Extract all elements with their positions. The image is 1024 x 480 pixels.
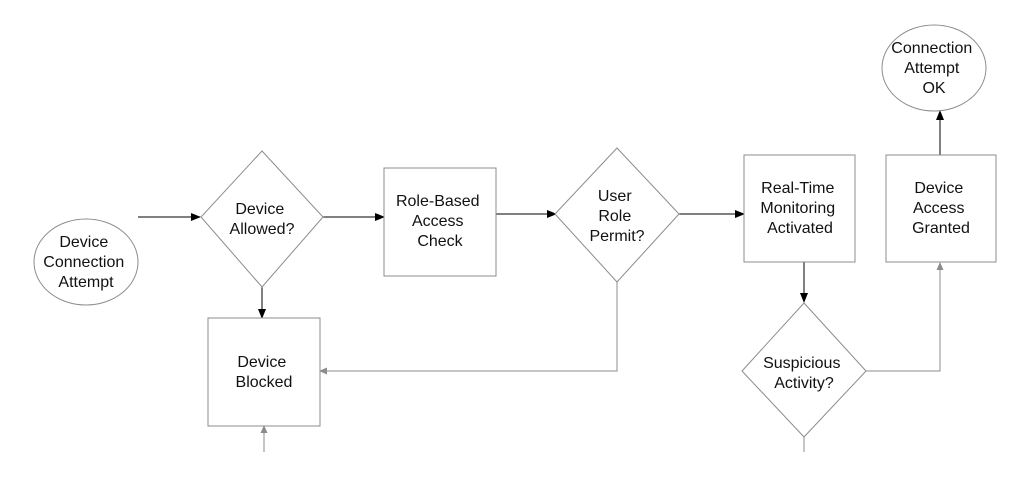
- svg-text:User Role Perm: User Role Permit?: [589, 188, 644, 245]
- attempt-ok-line-1: Connection: [891, 40, 972, 57]
- monitoring-line-2: Monitoring: [760, 200, 835, 217]
- svg-text:Device Allowed?: Device Allowed?: [230, 201, 295, 238]
- device-allowed-line-1: Device: [235, 201, 284, 218]
- device-allowed-line-2: Allowed?: [230, 221, 295, 238]
- access-granted-line-1: Device: [914, 180, 963, 197]
- svg-text:Device Blocked: Device Blocked: [236, 354, 293, 391]
- attempt-ok-terminal: Connection Attempt OK: [881, 24, 987, 112]
- edges: [138, 110, 944, 452]
- start-label-line-1: Device: [59, 234, 108, 251]
- rbac-line-1: Role-Based: [396, 193, 480, 210]
- device-allowed-decision: Device Allowed?: [200, 150, 324, 288]
- svg-text:Connection Attempt: Connection Attempt OK: [891, 40, 976, 97]
- rbac-line-3: Check: [417, 233, 463, 250]
- svg-text:Suspicious Activity?: Suspicious Activity?: [763, 355, 845, 392]
- svg-text:Device Connection: Device Connection Attempt: [43, 234, 128, 291]
- access-granted-process: Device Access Granted: [885, 154, 997, 263]
- user-role-permit-line-3: Permit?: [589, 228, 644, 245]
- start-label-line-2: Connection: [43, 254, 124, 271]
- suspicious-line-2: Activity?: [774, 375, 834, 392]
- user-role-permit-line-2: Role: [598, 208, 631, 225]
- rbac-line-2: Access: [412, 213, 464, 230]
- access-granted-line-3: Granted: [912, 220, 970, 237]
- access-granted-line-2: Access: [913, 200, 965, 217]
- svg-text:Role-Based Access: Role-Based Access Check: [396, 193, 484, 250]
- suspicious-decision: Suspicious Activity?: [741, 302, 867, 438]
- device-blocked-process: Device Blocked: [207, 317, 321, 427]
- start-node: Device Connection Attempt: [33, 218, 139, 306]
- monitoring-line-1: Real-Time: [761, 180, 834, 197]
- nodes: Device Connection Attempt Device Allowed…: [33, 24, 997, 438]
- start-label-line-3: Attempt: [58, 274, 114, 291]
- svg-text:Real-Time Monitoring: Real-Time Monitoring Activated: [760, 180, 839, 237]
- user-role-permit-line-1: User: [598, 188, 632, 205]
- rbac-check-process: Role-Based Access Check: [383, 167, 497, 277]
- edge-suspicious-to-access-granted: [864, 262, 944, 372]
- attempt-ok-line-3: OK: [922, 80, 945, 97]
- device-blocked-line-1: Device: [237, 354, 286, 371]
- attempt-ok-line-2: Attempt: [904, 60, 960, 77]
- device-blocked-line-2: Blocked: [236, 374, 293, 391]
- edge-user-role-permit-to-blocked: [319, 282, 618, 375]
- suspicious-line-1: Suspicious: [763, 355, 840, 372]
- svg-text:Device Access: Device Access Granted: [912, 180, 970, 237]
- monitoring-process: Real-Time Monitoring Activated: [743, 154, 856, 263]
- user-role-permit-decision: User Role Permit?: [554, 147, 680, 283]
- monitoring-line-3: Activated: [767, 220, 833, 237]
